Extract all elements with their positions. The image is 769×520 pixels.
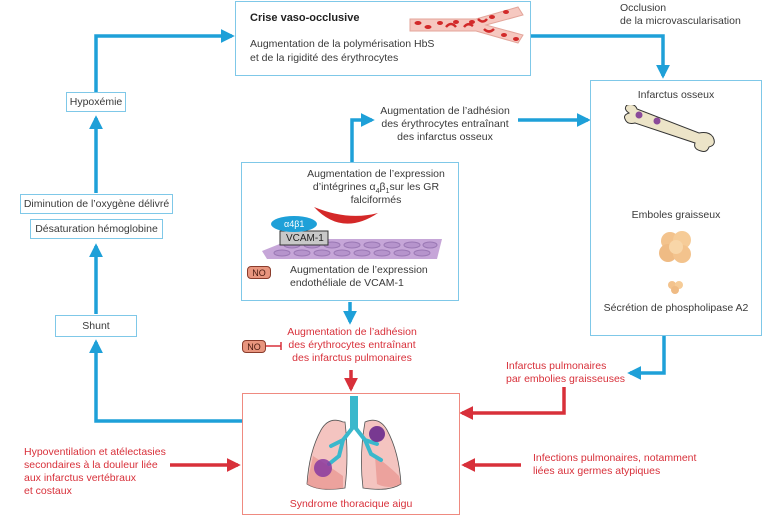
arrow-hypoxemia-to-crisis [94, 29, 235, 92]
lungs-icon [306, 396, 402, 490]
blood-vessel-sickle-cells-icon [409, 6, 524, 44]
bone-icon [624, 105, 715, 152]
crisis-line2: et de la rigidité des érythrocytes [250, 52, 399, 64]
no-pill-endothelial: NO [247, 266, 271, 279]
crisis-line1: Augmentation de la polymérisation HbS [250, 38, 435, 50]
integrin-box: Augmentation de l’expression d’intégrine… [241, 162, 459, 301]
integrin-line1: Augmentation de l’expression [307, 168, 445, 180]
arrow-crisis-to-bone [530, 34, 670, 79]
receptor-label: α4β1 [284, 219, 305, 229]
adhesion-bone-line2: des érythrocytes entraînant [381, 118, 509, 130]
emboli-label: Emboles graisseux [631, 209, 721, 221]
sickle-cell-icon [314, 207, 378, 224]
integrin-line2-c: sur les GR [389, 181, 440, 193]
hypoventilation-line1: Hypoventilation et atélectasies [24, 446, 166, 458]
hypoventilation-line4: et costaux [24, 485, 72, 497]
crisis-title: Crise vaso-occlusive [250, 12, 360, 24]
adhesion-bone-line3: des infarctus osseux [397, 131, 493, 143]
endo-line2: endothéliale de VCAM-1 [290, 277, 404, 289]
arrow-integrin-to-adhesion-bone [350, 113, 375, 162]
adhesion-lung-line1: Augmentation de l’adhésion [287, 326, 417, 338]
no-pill-lung: NO [242, 340, 266, 353]
infections-line2: liées aux germes atypiques [533, 465, 661, 477]
acs-label: Syndrome thoracique aigu [289, 498, 413, 510]
integrin-line2-b: β [379, 181, 386, 193]
adhesion-lung-line2: des érythrocytes entraînant [288, 339, 416, 351]
oxygen-box: Diminution de l’oxygène délivré [20, 194, 173, 214]
bone-title: Infarctus osseux [637, 89, 715, 101]
secretion-label: Sécrétion de phospholipase A2 [603, 302, 749, 314]
integrin-line3: falciformés [350, 194, 402, 206]
vcam-label: VCAM-1 [286, 233, 324, 244]
fat-emboli-icon [659, 231, 691, 263]
arrow-acs-to-shunt [89, 339, 242, 423]
crisis-box: Crise vaso-occlusive Augmentation de la … [235, 1, 531, 76]
arrow-bone-box-to-pulm-infarct [627, 336, 666, 380]
hypoventilation-line2: secondaires à la douleur liée [24, 459, 158, 471]
acs-box: Syndrome thoracique aigu [242, 393, 460, 515]
adhesion-lung-line3: des infarctus pulmonaires [292, 352, 412, 364]
phospholipase-icon [668, 281, 683, 294]
arrow-pulm-infarct-to-acs [459, 387, 566, 420]
hypoventilation-line3: aux infarctus vertébraux [24, 472, 137, 484]
bone-box: Infarctus osseux Emboles graisseux Sécré… [590, 80, 762, 336]
pulm-infarct-line1: Infarctus pulmonaires [506, 360, 607, 372]
integrin-receptor-icon [271, 216, 317, 232]
hypoxemia-box: Hypoxémie [66, 92, 126, 112]
infections-line1: Infections pulmonaires, notamment [533, 452, 697, 464]
pulm-infarct-line2: par embolies graisseuses [506, 373, 626, 385]
endo-line1: Augmentation de l’expression [290, 264, 428, 276]
desaturation-box: Désaturation hémoglobine [30, 219, 163, 239]
integrin-line2-a: d’intégrines α [312, 181, 376, 193]
integrin-sub2: 1 [385, 188, 390, 196]
no-inhibit-lung [266, 342, 282, 350]
endothelium-illustration [262, 207, 442, 259]
integrin-line2: d’intégrines α4β1sur les GR [292, 181, 460, 198]
occlusion-label-line2: de la microvascularisation [620, 15, 741, 27]
integrin-sub1: 4 [375, 188, 380, 196]
shunt-box: Shunt [55, 315, 137, 337]
occlusion-label-line1: Occlusion [620, 2, 667, 14]
adhesion-bone-line1: Augmentation de l’adhésion [380, 105, 510, 117]
